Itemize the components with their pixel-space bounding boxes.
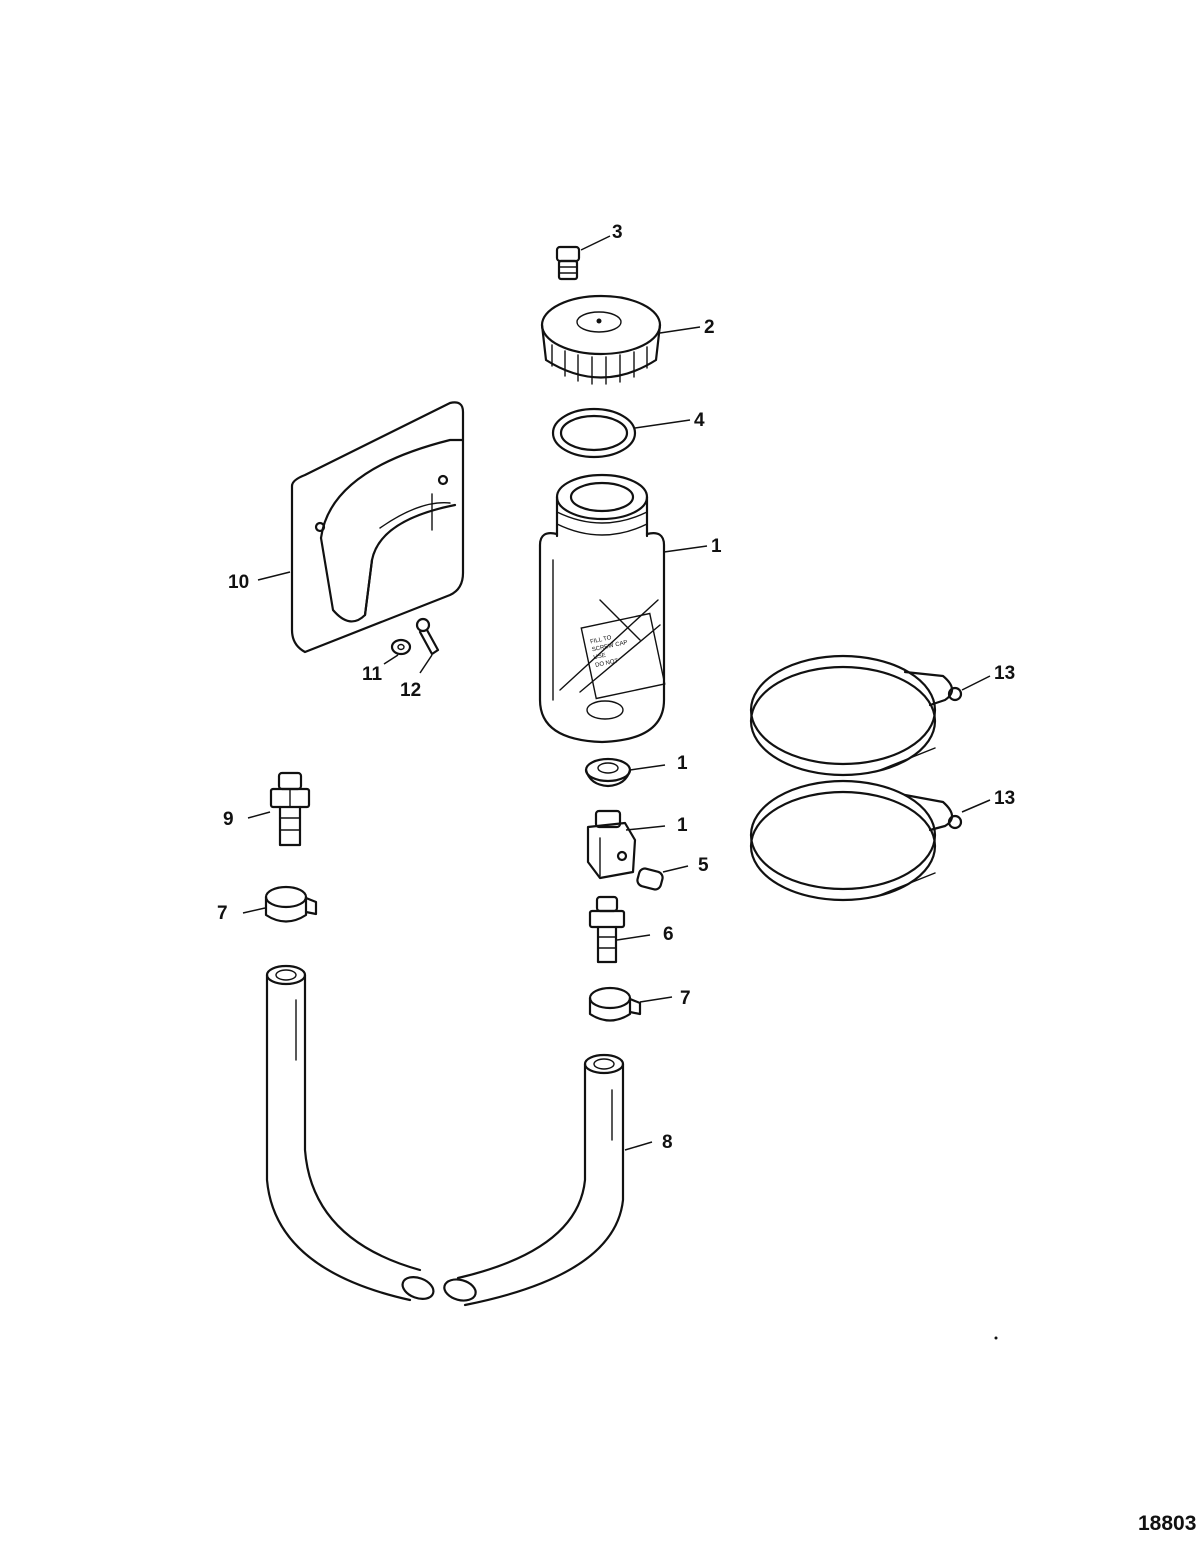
callout-4: 4 <box>694 410 705 431</box>
part-3-vent-plug <box>555 235 611 281</box>
callout-3: 3 <box>612 222 623 243</box>
part-7-hose-clamp-right <box>588 986 673 1022</box>
callout-1-grommet: 1 <box>677 753 688 774</box>
part-12-screw <box>415 617 440 674</box>
callout-7-left: 7 <box>217 903 228 924</box>
part-1-adapter <box>586 809 666 880</box>
callout-2: 2 <box>704 317 715 338</box>
callout-1-adapter: 1 <box>677 815 688 836</box>
part-13-hose-clamp-upper <box>749 654 991 777</box>
part-9-hose-fitting <box>247 771 311 847</box>
part-7-hose-clamp-left <box>242 885 318 923</box>
part-8-hose <box>265 964 653 1307</box>
callout-1-reservoir: 1 <box>711 536 722 557</box>
part-5-plug <box>636 865 689 891</box>
callout-10: 10 <box>228 572 250 593</box>
callout-13-lower: 13 <box>994 788 1016 809</box>
part-6-hose-fitting <box>588 895 651 964</box>
part-1-grommet <box>584 757 666 788</box>
part-1-reservoir-bottle <box>538 473 708 744</box>
part-11-washer <box>383 638 412 665</box>
part-10-mounting-bracket <box>257 401 465 654</box>
part-4-o-ring <box>551 407 691 459</box>
part-13-hose-clamp-lower <box>749 779 991 902</box>
callout-8: 8 <box>662 1132 673 1153</box>
callout-7-right: 7 <box>680 988 691 1009</box>
speck <box>994 1336 998 1340</box>
figure-number: 18803 <box>1138 1512 1197 1535</box>
callout-13-upper: 13 <box>994 663 1016 684</box>
part-2-screw-cap <box>540 294 701 385</box>
callout-9: 9 <box>223 809 234 830</box>
callout-5: 5 <box>698 855 709 876</box>
callout-12: 12 <box>400 680 422 701</box>
callout-6: 6 <box>663 924 674 945</box>
callout-11: 11 <box>362 664 383 685</box>
